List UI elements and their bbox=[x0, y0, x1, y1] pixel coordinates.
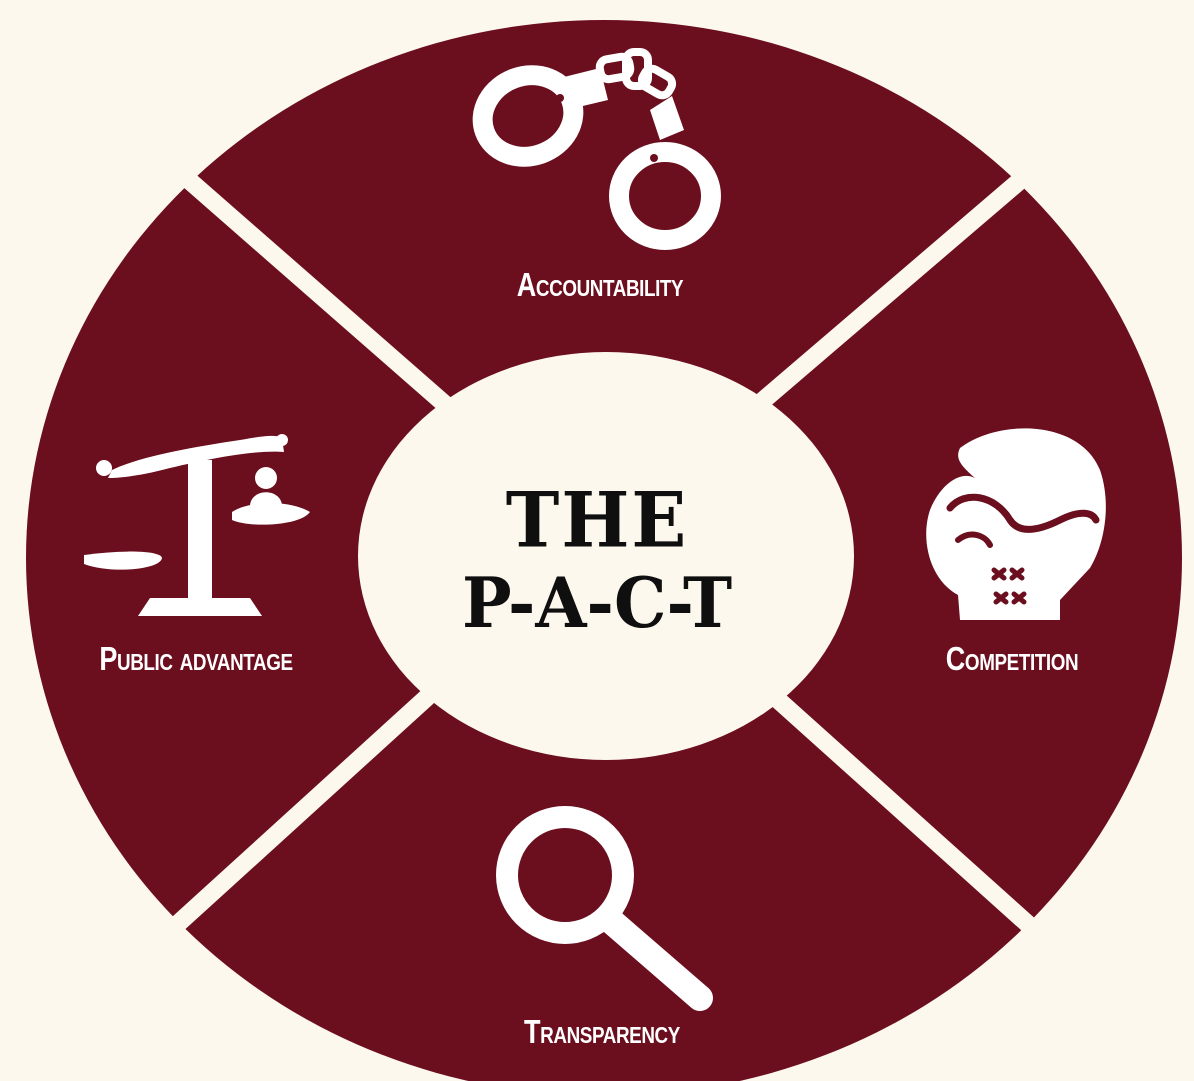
label-accountability: Accountability bbox=[516, 266, 684, 303]
scales-icon bbox=[84, 434, 310, 616]
magnifying-glass-icon bbox=[496, 806, 713, 1011]
label-competition: Competition bbox=[945, 640, 1079, 677]
label-public-advantage: Public advantage bbox=[99, 640, 293, 677]
boxing-glove-icon bbox=[926, 428, 1106, 620]
center-circle bbox=[358, 352, 854, 760]
label-transparency: Transparency bbox=[524, 1013, 680, 1050]
handcuffs-icon bbox=[472, 48, 721, 250]
